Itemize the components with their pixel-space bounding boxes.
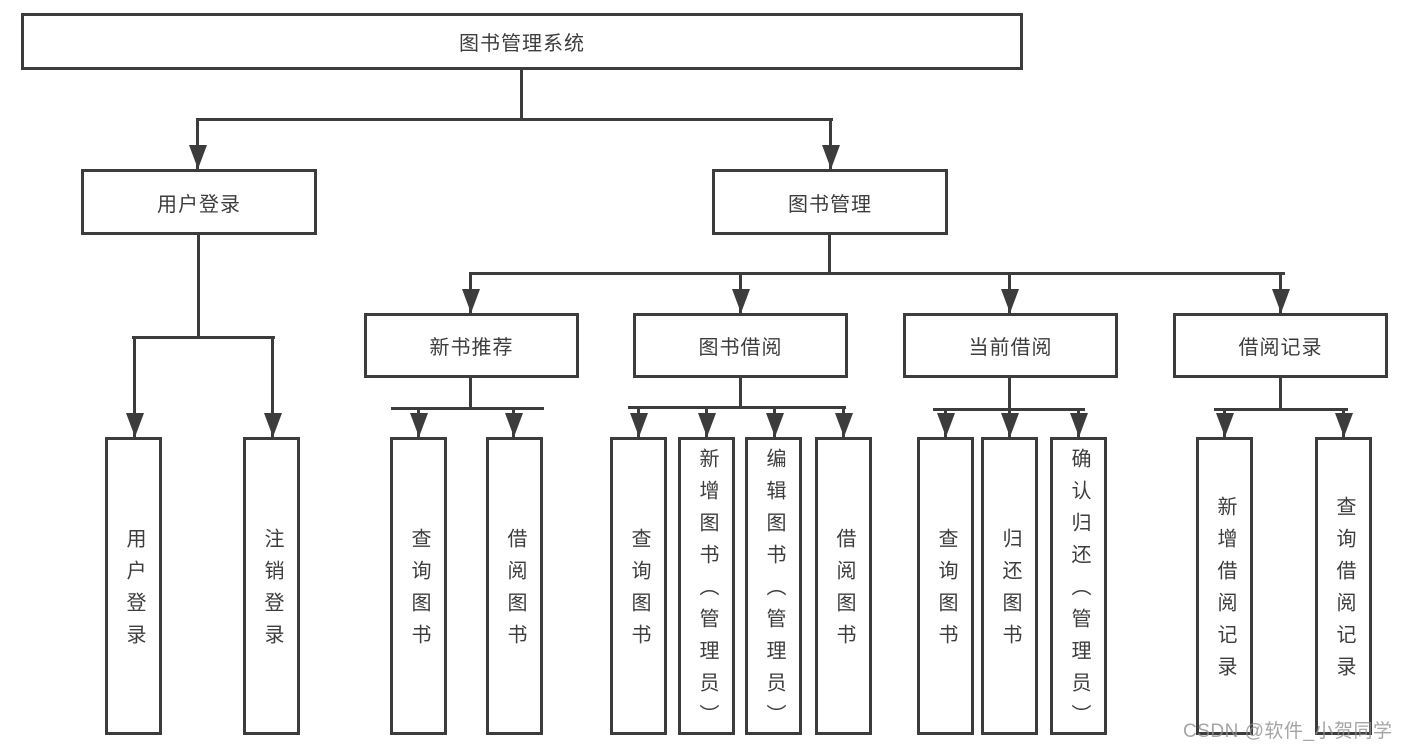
arrow-to-leaf-query-books-current	[936, 408, 955, 437]
arrow-to-leaf-add-borrow-record	[1215, 408, 1234, 437]
connector-root-splitter	[196, 118, 833, 121]
leaf-label: 查询图书	[408, 528, 430, 656]
arrow-to-leaf-borrow-books-recommend	[504, 407, 523, 437]
arrow-to-leaf-add-books-admin	[697, 406, 716, 437]
arrow-to-leaf-query-books-borrowing	[629, 406, 648, 437]
arrow-to-leaf-confirm-return-admin	[1069, 408, 1088, 437]
leaf-label: 确认归还（管理员）	[1068, 448, 1090, 736]
node-new-book-recommendation: 新书推荐	[364, 313, 579, 378]
leaf-borrow-books-recommend: 借阅图书	[486, 437, 543, 735]
leaf-label: 编辑图书（管理员）	[763, 448, 785, 736]
arrow-to-book-borrowing	[731, 272, 750, 313]
arrow-to-current-borrowing	[1000, 272, 1019, 313]
connector-borrowing-records-stem	[1279, 377, 1282, 411]
node-user-login: 用户登录	[81, 169, 317, 235]
leaf-edit-books-admin: 编辑图书（管理员）	[745, 437, 802, 736]
leaf-query-books-recommend: 查询图书	[390, 437, 447, 735]
node-library-management-system: 图书管理系统	[21, 13, 1023, 70]
leaf-label: 借阅图书	[504, 528, 526, 656]
node-label: 借阅记录	[1238, 337, 1323, 359]
arrow-to-book-management	[821, 118, 840, 169]
node-label: 新书推荐	[429, 337, 514, 359]
leaf-label: 归还图书	[999, 528, 1021, 656]
node-label: 图书管理系统	[459, 33, 585, 55]
leaf-label: 新增图书（管理员）	[696, 448, 718, 736]
leaf-label: 查询图书	[628, 528, 650, 656]
connector-current-borrowing-stem	[1008, 377, 1011, 411]
arrow-to-leaf-user-login	[125, 336, 144, 437]
leaf-label: 查询图书	[935, 528, 957, 656]
leaf-query-books-current: 查询图书	[917, 437, 974, 735]
connector-new-book-splitter	[391, 407, 544, 410]
node-book-borrowing: 图书借阅	[633, 313, 848, 378]
node-current-borrowing: 当前借阅	[903, 313, 1118, 378]
arrow-to-leaf-return-books	[1000, 408, 1019, 437]
leaf-return-books: 归还图书	[981, 437, 1038, 735]
arrow-to-borrowing-records	[1271, 272, 1290, 313]
leaf-user-login: 用户登录	[105, 437, 162, 735]
leaf-label: 注销登录	[261, 528, 283, 656]
connector-book-mgmt-splitter	[469, 272, 1285, 275]
arrow-to-leaf-borrow-books-borrowing	[834, 406, 853, 437]
leaf-query-books-borrowing: 查询图书	[610, 437, 667, 735]
arrow-to-leaf-query-borrow-record	[1334, 408, 1353, 437]
connector-borrowing-records-splitter	[1214, 408, 1348, 411]
arrow-to-leaf-query-books-recommend	[409, 407, 428, 437]
node-label: 图书借阅	[698, 337, 783, 359]
leaf-borrow-books-borrowing: 借阅图书	[815, 437, 872, 735]
connector-new-book-stem	[469, 377, 472, 410]
connector-root-stem	[520, 69, 523, 121]
leaf-query-borrow-record: 查询借阅记录	[1315, 437, 1372, 735]
arrow-to-leaf-edit-books-admin	[765, 406, 784, 437]
leaf-add-books-admin: 新增图书（管理员）	[678, 437, 735, 736]
leaf-logout: 注销登录	[243, 437, 300, 735]
node-book-management: 图书管理	[712, 169, 948, 235]
connector-book-mgmt-stem	[828, 234, 831, 275]
connector-book-borrowing-stem	[739, 377, 742, 409]
arrow-to-new-book-recommendation	[461, 272, 480, 313]
leaf-label: 新增借阅记录	[1214, 496, 1236, 688]
connector-user-login-splitter	[132, 336, 275, 339]
connector-book-borrowing-splitter	[628, 406, 846, 409]
connector-user-login-stem	[197, 234, 200, 339]
leaf-confirm-return-admin: 确认归还（管理员）	[1050, 437, 1107, 736]
csdn-watermark: CSDN @软件_小贺同学	[1183, 721, 1393, 742]
leaf-label: 用户登录	[123, 528, 145, 656]
arrow-to-leaf-logout	[263, 336, 282, 437]
leaf-add-borrow-record: 新增借阅记录	[1196, 437, 1253, 735]
node-label: 当前借阅	[968, 337, 1053, 359]
leaf-label: 借阅图书	[833, 528, 855, 656]
leaf-label: 查询借阅记录	[1333, 496, 1355, 688]
node-label: 用户登录	[157, 193, 241, 216]
arrow-to-user-login	[188, 118, 207, 169]
node-borrowing-records: 借阅记录	[1173, 313, 1388, 378]
node-label: 图书管理	[788, 193, 872, 216]
